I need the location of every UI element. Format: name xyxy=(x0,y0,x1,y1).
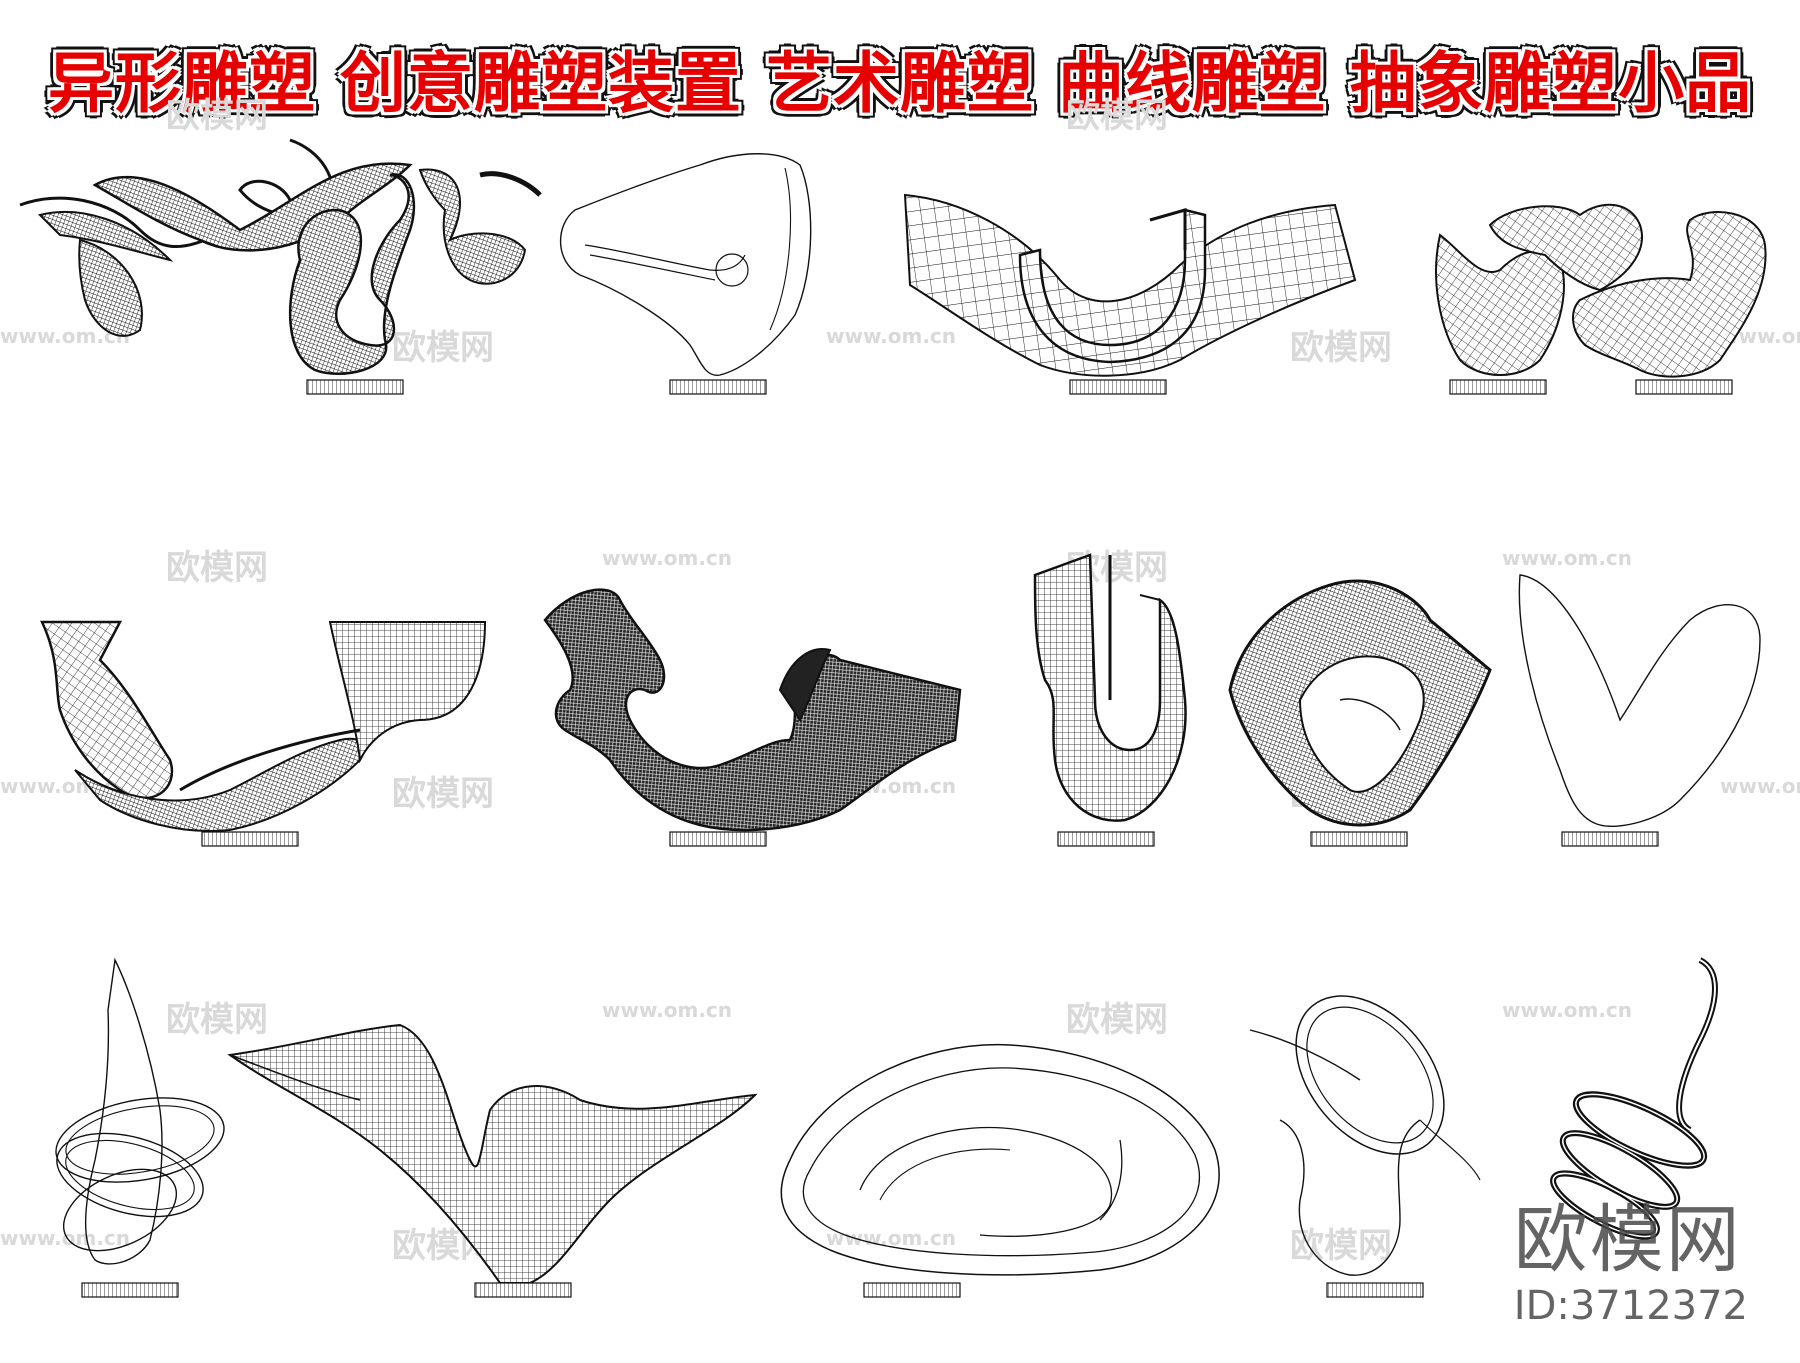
twin-blob-sculpture xyxy=(1435,203,1767,395)
wing-valley-sculpture xyxy=(227,1023,758,1298)
loop-ring-sculpture xyxy=(1228,579,1492,847)
organic-branch-sculpture xyxy=(543,588,962,847)
ribbon-wave-sculpture xyxy=(19,138,542,395)
coil-spring-sculpture xyxy=(1550,957,1718,1240)
spiral-rings-sculpture xyxy=(55,957,225,1298)
page-title: 异形雕塑 创意雕塑装置 艺术雕塑 曲线雕塑 抽象雕塑小品 xyxy=(48,45,1752,122)
u-curve-band-sculpture xyxy=(903,193,1357,395)
curved-slab-sculpture xyxy=(559,153,812,395)
twisted-ribbon-cup-sculpture xyxy=(40,620,487,847)
v-blob-outline-sculpture xyxy=(1518,574,1761,847)
ring-cup-sculpture xyxy=(1249,995,1481,1298)
title-banner: 异形雕塑 创意雕塑装置 艺术雕塑 曲线雕塑 抽象雕塑小品 xyxy=(0,38,1800,122)
vertical-u-sculpture xyxy=(1033,553,1187,847)
ellipse-loop-sculpture xyxy=(780,1043,1220,1298)
